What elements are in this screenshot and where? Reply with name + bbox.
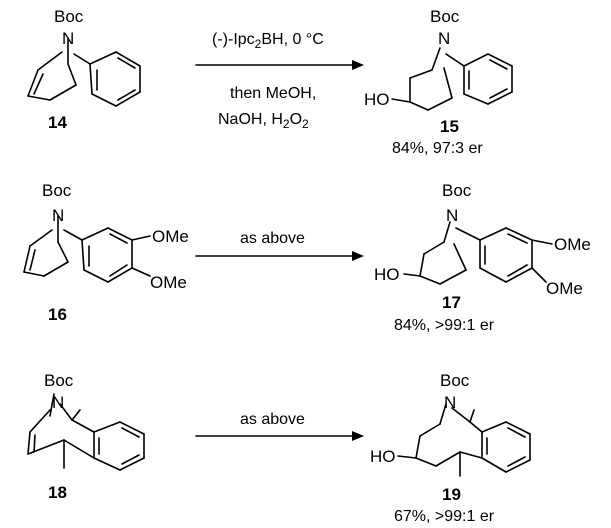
- reaction-arrow-3: [195, 431, 364, 441]
- compound-16-structure: [23, 215, 151, 283]
- conditions-1-line-3: NaOH, H2O2: [218, 111, 309, 131]
- boc-label-18: Boc: [44, 371, 74, 390]
- conditions-1-reagent: (-)-Ipc: [212, 31, 255, 48]
- compound-number-16: 16: [48, 305, 67, 324]
- conditions-2: as above: [240, 230, 305, 247]
- conditions-1-line-3-sub2: 2: [302, 117, 309, 131]
- conditions-1-line-3-b: O: [290, 111, 302, 128]
- ome-label-17-top: OMe: [554, 235, 591, 254]
- compound-14-structure: [27, 37, 141, 107]
- ome-label-16-bottom: OMe: [150, 273, 187, 292]
- conditions-3: as above: [240, 411, 305, 428]
- yield-17: 84%, >99:1 er: [394, 317, 495, 334]
- reaction-arrow-2: [195, 251, 364, 261]
- conditions-1-sub: 2: [255, 37, 262, 51]
- ome-label-16-top: OMe: [152, 227, 189, 246]
- ho-label-17: HO: [374, 265, 400, 284]
- n-label-15: N: [438, 29, 450, 48]
- boc-label-15: Boc: [430, 7, 460, 26]
- n-label-14: N: [62, 29, 74, 48]
- yield-15: 84%, 97:3 er: [392, 140, 483, 157]
- compound-number-17: 17: [442, 293, 461, 312]
- compound-15-structure: [391, 47, 513, 111]
- compound-17-structure: [403, 221, 553, 285]
- reaction-1: Boc N 14 (-)-Ipc2BH, 0 °C then MeOH, NaO…: [27, 7, 513, 157]
- ho-label-19: HO: [370, 447, 396, 466]
- conditions-1-line-3-a: NaOH, H: [218, 111, 283, 128]
- compound-number-15: 15: [440, 117, 459, 136]
- conditions-1-rest: BH, 0 °C: [261, 31, 323, 48]
- n-label-19: N: [444, 393, 456, 412]
- ho-label-15: HO: [364, 90, 390, 109]
- n-label-17: N: [446, 206, 458, 225]
- reaction-arrow-1: [195, 60, 364, 70]
- reaction-2: Boc N OMe OMe 16 as above: [23, 181, 591, 334]
- boc-label-19: Boc: [440, 371, 470, 390]
- compound-19-structure: [397, 403, 531, 477]
- conditions-1-line-2: then MeOH,: [230, 85, 316, 102]
- n-label-18: N: [52, 393, 64, 412]
- ome-label-17-bottom: OMe: [546, 279, 583, 298]
- reaction-3: Boc N 18 as above: [27, 371, 531, 525]
- compound-number-18: 18: [48, 483, 67, 502]
- boc-label-17: Boc: [442, 181, 472, 200]
- n-label-16: N: [52, 206, 64, 225]
- compound-18-structure: [27, 393, 145, 471]
- yield-19: 67%, >99:1 er: [394, 508, 495, 525]
- boc-label-14: Boc: [54, 7, 84, 26]
- boc-label-16: Boc: [42, 181, 72, 200]
- compound-number-14: 14: [48, 113, 67, 132]
- conditions-1-line-3-sub1: 2: [283, 117, 290, 131]
- compound-number-19: 19: [442, 485, 461, 504]
- conditions-1-line-1: (-)-Ipc2BH, 0 °C: [212, 31, 324, 51]
